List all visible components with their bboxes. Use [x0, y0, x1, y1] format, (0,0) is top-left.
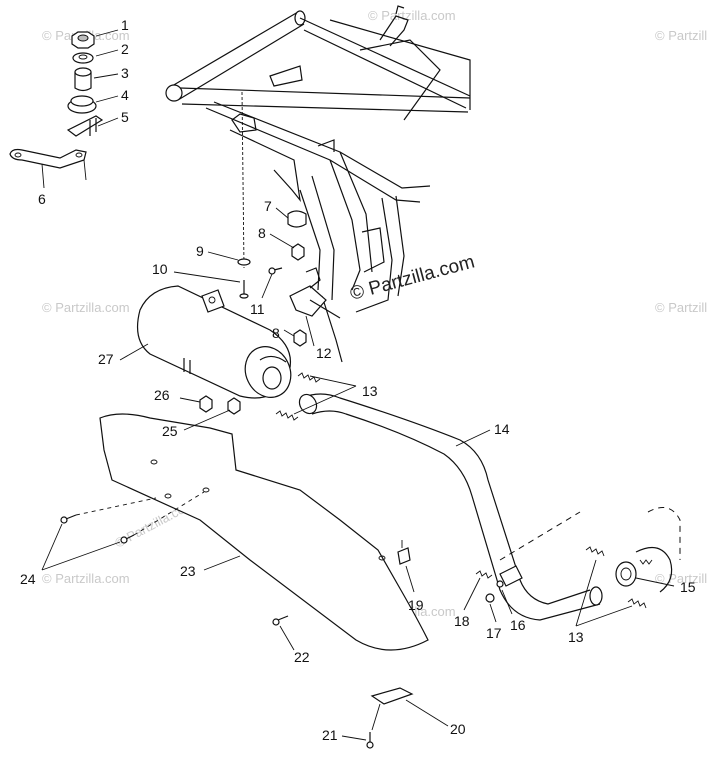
springs: [275, 372, 647, 609]
callout-8-upper: 8: [258, 225, 266, 241]
callout-5: 5: [121, 109, 129, 125]
callout-6: 6: [38, 191, 46, 207]
callout-11: 11: [250, 301, 265, 317]
callout-20: 20: [450, 721, 466, 737]
watermark-top-right: © Partzilla.com: [655, 28, 707, 43]
leader-lines: [41, 29, 675, 741]
gasket-and-port: [615, 507, 681, 593]
callout-3: 3: [121, 65, 129, 81]
callout-18: 18: [454, 613, 470, 629]
callout-16: 16: [510, 617, 526, 633]
frame: [165, 5, 471, 363]
heat-shield: [99, 413, 429, 651]
callout-14: 14: [494, 421, 510, 437]
callout-10: 10: [152, 261, 168, 277]
callout-27: 27: [98, 351, 114, 367]
alignment-line: [241, 91, 245, 269]
watermark-right-middle: © Partzilla.com: [655, 300, 707, 315]
callout-8-lower: 8: [272, 325, 280, 341]
muffler: [137, 285, 292, 399]
watermark-bottom-left: © Partzilla.com: [42, 571, 130, 586]
callout-9: 9: [196, 243, 204, 259]
callout-21: 21: [322, 727, 338, 743]
callout-26: 26: [154, 387, 170, 403]
callout-7: 7: [264, 198, 272, 214]
callout-24: 24: [20, 571, 36, 587]
callout-1: 1: [121, 17, 129, 33]
mount-stack: [9, 31, 104, 181]
callout-12: 12: [316, 345, 332, 361]
callout-23: 23: [180, 563, 196, 579]
watermark-main: © Partzilla.com: [348, 251, 477, 304]
watermark-bottom-right: © Partzilla.com: [655, 571, 707, 586]
callout-17: 17: [486, 625, 502, 641]
callout-4: 4: [121, 87, 129, 103]
callout-19: 19: [408, 597, 424, 613]
hardware: [60, 210, 504, 749]
callout-labels: 1 2 3 4 5 6 7 8 9 10 11 8 12 27 26 25 13…: [20, 17, 696, 743]
watermark-left-middle: © Partzilla.com: [42, 300, 130, 315]
callout-13-upper: 13: [362, 383, 378, 399]
callout-22: 22: [294, 649, 310, 665]
callout-13-lower: 13: [568, 629, 584, 645]
callout-2: 2: [121, 41, 129, 57]
callout-15: 15: [680, 579, 696, 595]
callout-25: 25: [162, 423, 178, 439]
watermark-top-center: © Partzilla.com: [368, 8, 456, 23]
